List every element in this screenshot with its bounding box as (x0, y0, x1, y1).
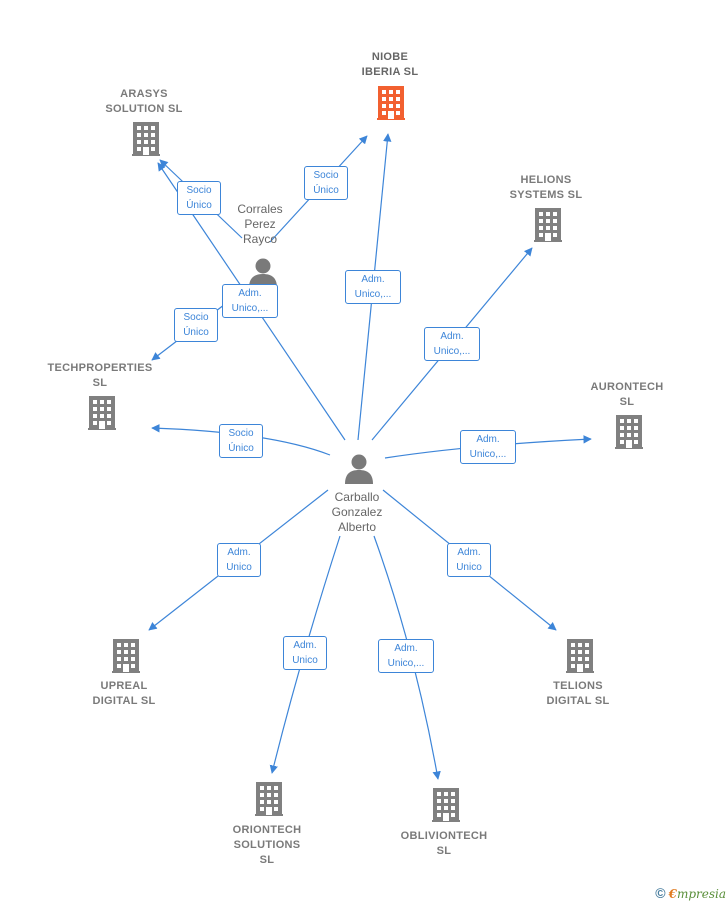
carballo-person-icon[interactable] (345, 454, 373, 485)
brand-logo-mark: € (668, 887, 677, 901)
edge-label-corrales-arasys[interactable]: Socio Único (177, 181, 221, 215)
aurontech-building-icon[interactable] (615, 415, 643, 449)
edge-label-corrales-techproperties[interactable]: Socio Único (174, 308, 218, 342)
edge-label-carballo-helions[interactable]: Adm. Unico,... (424, 327, 480, 361)
arasys-building-icon[interactable] (132, 122, 160, 156)
edge-label-carballo-obliviontech[interactable]: Adm. Unico,... (378, 639, 434, 673)
techproperties-building-icon[interactable] (88, 396, 116, 430)
brand-logo-text: mpresia (676, 887, 726, 901)
upreal-building-icon[interactable] (112, 639, 140, 673)
edge-label-carballo-aurontech[interactable]: Adm. Unico,... (460, 430, 516, 464)
company-label-oriontech[interactable]: ORIONTECH SOLUTIONS SL (232, 824, 302, 866)
niobe-building-icon[interactable] (377, 86, 405, 120)
helions-building-icon[interactable] (534, 208, 562, 242)
company-label-niobe[interactable]: NIOBE IBERIA SL (361, 51, 419, 78)
company-label-telions[interactable]: TELIONS DIGITAL SL (546, 680, 610, 707)
obliviontech-building-icon[interactable] (432, 788, 460, 822)
person-label-carballo[interactable]: Carballo Gonzalez Alberto (331, 490, 383, 534)
empresia-watermark: ©€mpresia (655, 885, 726, 901)
edge-label-carballo-techproperties[interactable]: Socio Único (219, 424, 263, 458)
edge-label-carballo-oriontech[interactable]: Adm. Unico (283, 636, 327, 670)
copyright-icon: © (655, 885, 666, 901)
person-label-corrales[interactable]: Corrales Perez Rayco (237, 202, 283, 246)
edge-label-carballo-arasys[interactable]: Adm. Unico,... (222, 284, 278, 318)
oriontech-building-icon[interactable] (255, 782, 283, 816)
edge-label-carballo-niobe[interactable]: Adm. Unico,... (345, 270, 401, 304)
edge-label-carballo-upreal[interactable]: Adm. Unico (217, 543, 261, 577)
edge-label-carballo-telions[interactable]: Adm. Unico (447, 543, 491, 577)
company-label-upreal[interactable]: UPREAL DIGITAL SL (92, 680, 156, 707)
company-label-helions[interactable]: HELIONS SYSTEMS SL (509, 174, 583, 201)
edge-label-corrales-niobe[interactable]: Socio Único (304, 166, 348, 200)
company-label-aurontech[interactable]: AURONTECH SL (590, 381, 664, 408)
company-label-obliviontech[interactable]: OBLIVIONTECH SL (400, 830, 488, 857)
company-label-arasys[interactable]: ARASYS SOLUTION SL (105, 88, 183, 115)
telions-building-icon[interactable] (566, 639, 594, 673)
company-label-techproperties[interactable]: TECHPROPERTIES SL (47, 362, 153, 389)
